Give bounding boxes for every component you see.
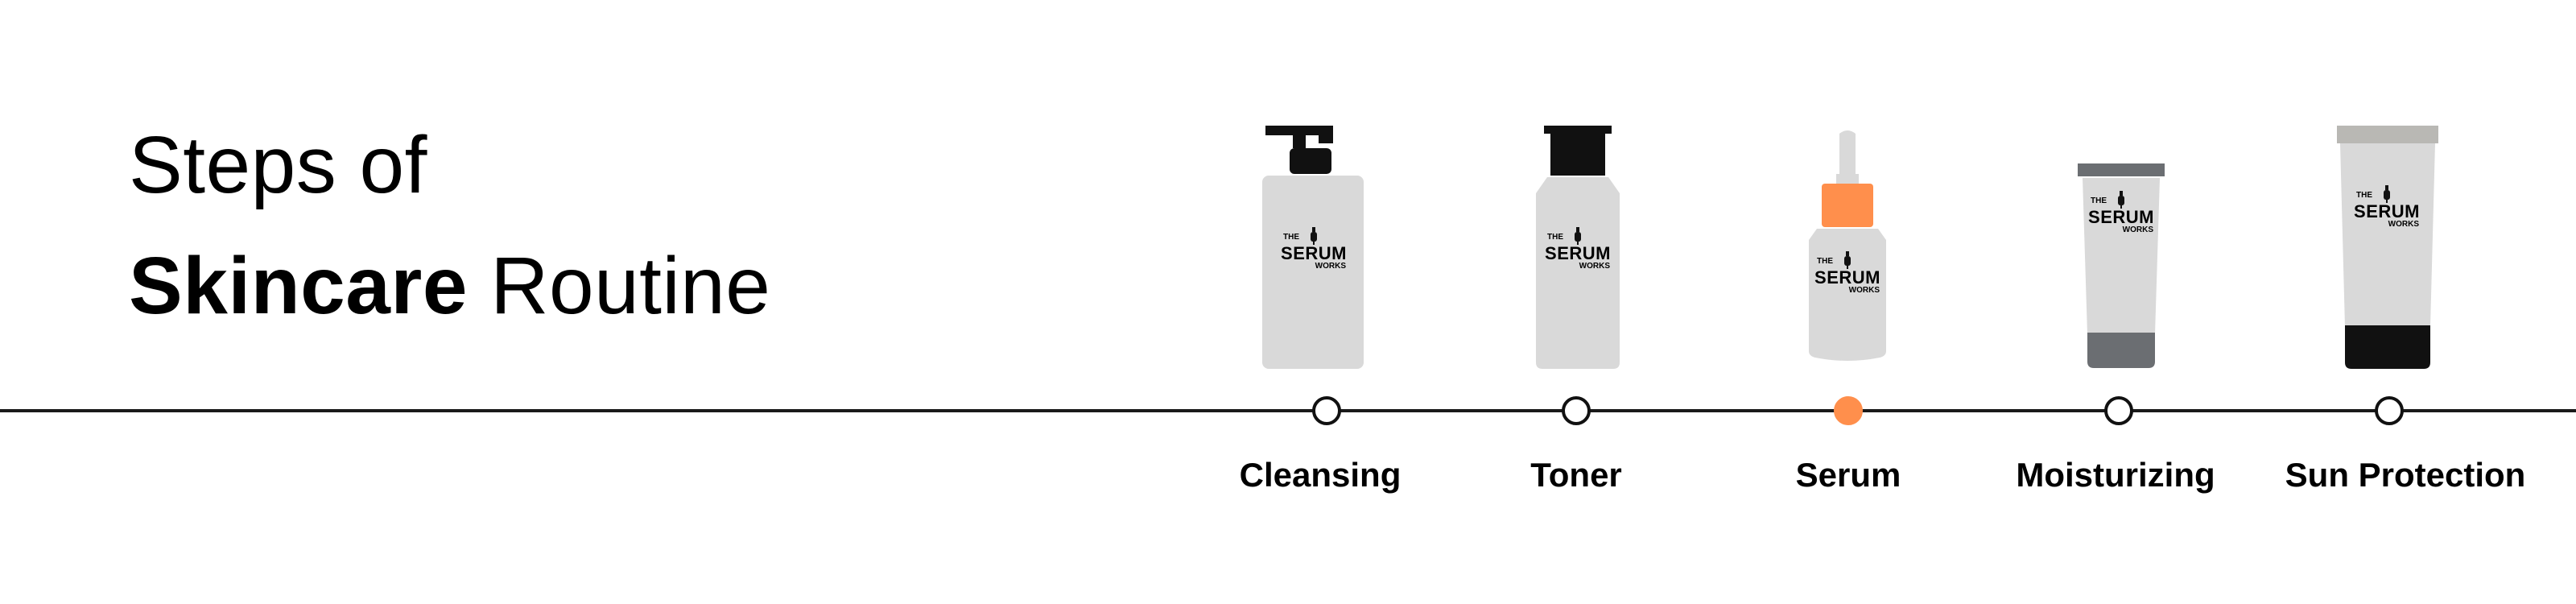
- step-label-cleansing: Cleansing: [1239, 456, 1402, 494]
- brand-logo: THE SERUM WORKS: [1281, 227, 1346, 271]
- dropper-logo-icon: [2118, 191, 2124, 209]
- title-line-2: Skincare Routine: [129, 225, 770, 346]
- step-label-moisturizing: Moisturizing: [2016, 456, 2215, 494]
- step-label-toner: Toner: [1530, 456, 1622, 494]
- page-title: Steps of Skincare Routine: [129, 105, 770, 346]
- timeline-line: [0, 409, 2576, 412]
- step-marker-serum: [1834, 396, 1863, 425]
- moisturizer-tube-icon: THE SERUM WORKS: [2073, 157, 2169, 370]
- brand-logo: THE SERUM WORKS: [1545, 227, 1610, 271]
- step-marker-cleansing: [1312, 396, 1341, 425]
- title-line-1: Steps of: [129, 120, 427, 210]
- sunscreen-tube-icon: THE SERUM WORKS: [2330, 121, 2443, 370]
- serum-dropper-bottle-icon: THE SERUM WORKS: [1799, 129, 1896, 370]
- dropper-logo-icon: [1844, 251, 1851, 269]
- dropper-logo-icon: [1575, 227, 1581, 245]
- step-label-sun-protection: Sun Protection: [2285, 456, 2526, 494]
- step-marker-sun-protection: [2375, 396, 2404, 425]
- cleanser-pump-bottle-icon: THE SERUM WORKS: [1256, 121, 1368, 370]
- step-marker-moisturizing: [2104, 396, 2133, 425]
- brand-logo: THE SERUM WORKS: [2354, 185, 2419, 229]
- dropper-logo-icon: [2384, 185, 2390, 203]
- dropper-logo-icon: [1311, 227, 1317, 245]
- brand-logo: THE SERUM WORKS: [1814, 251, 1880, 295]
- brand-logo: THE SERUM WORKS: [2088, 191, 2153, 234]
- toner-bottle-icon: THE SERUM WORKS: [1530, 121, 1626, 370]
- step-marker-toner: [1562, 396, 1591, 425]
- title-rest: Routine: [467, 241, 771, 331]
- step-label-serum: Serum: [1795, 456, 1901, 494]
- title-bold-word: Skincare: [129, 241, 468, 331]
